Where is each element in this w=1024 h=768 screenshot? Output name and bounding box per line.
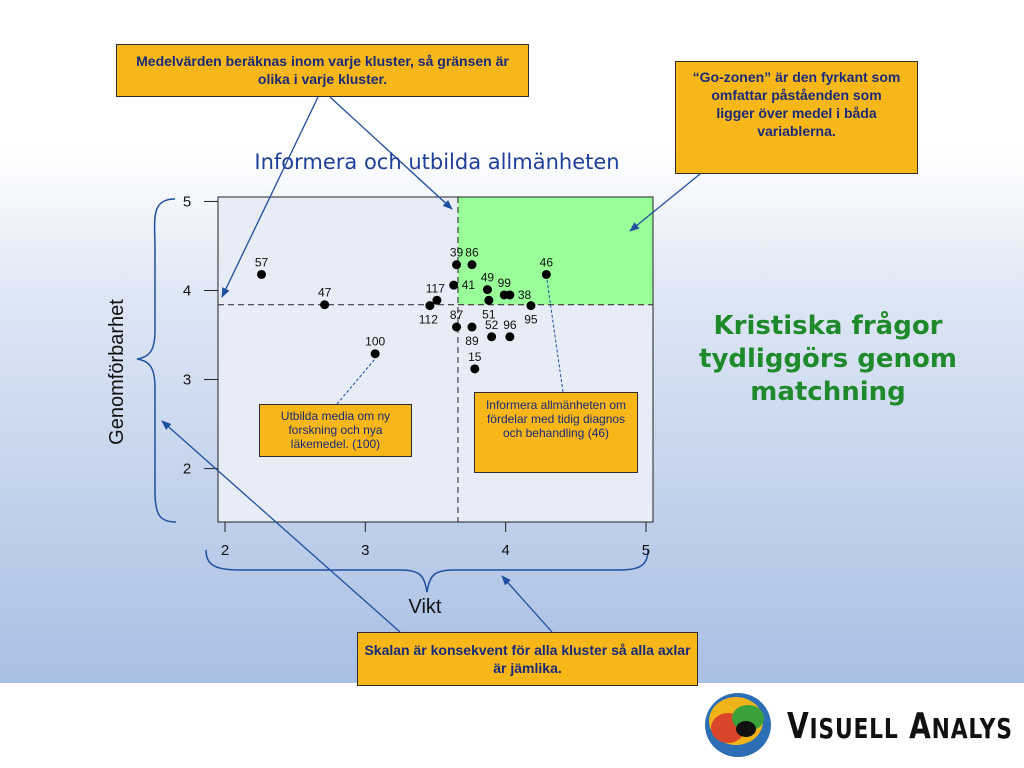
data-label-99: 99 [498,276,512,290]
data-point-15 [470,364,480,374]
logo-initial-v: V [787,706,810,747]
plot-frame [217,196,654,523]
data-label-95: 95 [524,313,538,327]
x-axis-brace [205,549,649,593]
data-point-47 [320,300,330,310]
data-point-89 [467,322,477,332]
data-label-38: 38 [518,288,532,302]
chart-title: Informera och utbilda allmänheten [254,150,620,174]
data-point-38 [505,290,515,300]
data-label-86: 86 [465,246,479,260]
dash-note-public [546,279,564,393]
axis-braces [136,198,649,593]
side-heading: Kristiska frågor tydliggörs genom matchn… [699,311,957,407]
x-axis-title: Vikt [408,596,442,618]
data-point-86 [467,260,477,270]
data-point-51 [484,295,494,305]
logo-rest-1: ISUELL [809,712,899,745]
data-point-39 [452,260,462,270]
arrow-bottom-to-x-brace [501,575,553,633]
y-tick-label: 2 [183,461,191,478]
data-point-49 [482,285,492,295]
data-point-95 [526,301,536,311]
data-label-15: 15 [468,350,482,364]
callout-connectors [161,96,701,633]
y-tick-label: 4 [183,282,191,299]
arrow-bottom-to-y-brace [161,420,401,633]
data-label-39: 39 [450,246,464,260]
note-media: Utbilda media om ny forskning och nya lä… [259,404,412,457]
data-point-117 [432,295,442,305]
data-point-57 [257,269,266,279]
data-label-117: 117 [426,281,445,295]
y-axis-title: Genomförbarhet [106,299,128,445]
note-public: Informera allmänheten om fördelar med ti… [474,392,638,473]
data-label-100: 100 [365,335,385,349]
data-label-41: 41 [462,278,476,292]
y-axis-brace [136,198,177,523]
callout-scale: Skalan är konsekvent för alla kluster så… [357,632,698,686]
logo-initial-a: A [909,706,932,747]
x-tick-label: 2 [221,542,229,559]
data-label-89: 89 [465,334,479,348]
arrow-top-to-y-axis [221,96,319,298]
logo-ring-core [736,721,756,737]
data-point-46 [541,269,551,279]
data-label-96: 96 [503,318,517,332]
data-label-87: 87 [450,308,464,322]
y-tick-label: 3 [183,372,191,389]
logo-text: VISUELL ANALYS [787,706,1013,747]
data-label-46: 46 [540,255,554,269]
data-point-96 [505,332,515,342]
data-point-100 [370,349,380,359]
data-label-51: 51 [482,307,496,321]
data-label-47: 47 [318,286,332,300]
data-label-52: 52 [485,318,499,332]
arrow-go-zone [629,173,701,232]
logo-rest-2: NALYS [931,712,1013,745]
data-point-112 [425,301,435,311]
data-label-112: 112 [419,313,438,327]
visuell-analys-logo-icon [705,693,771,757]
data-label-57: 57 [255,255,269,269]
callout-cluster-means: Medelvärden beräknas inom varje kluster,… [116,44,529,97]
x-tick-label: 3 [361,542,369,559]
data-point-41 [449,280,459,290]
arrow-top-to-mean-line [329,96,453,210]
data-point-87 [452,322,462,332]
callout-go-zone: “Go-zonen” är den fyrkant som omfattar p… [675,61,918,174]
x-tick-label: 5 [642,542,650,559]
data-point-52 [487,332,497,342]
x-tick-label: 4 [501,542,509,559]
data-label-49: 49 [481,271,495,285]
footer-band [0,683,1024,768]
y-tick-label: 5 [183,193,191,210]
